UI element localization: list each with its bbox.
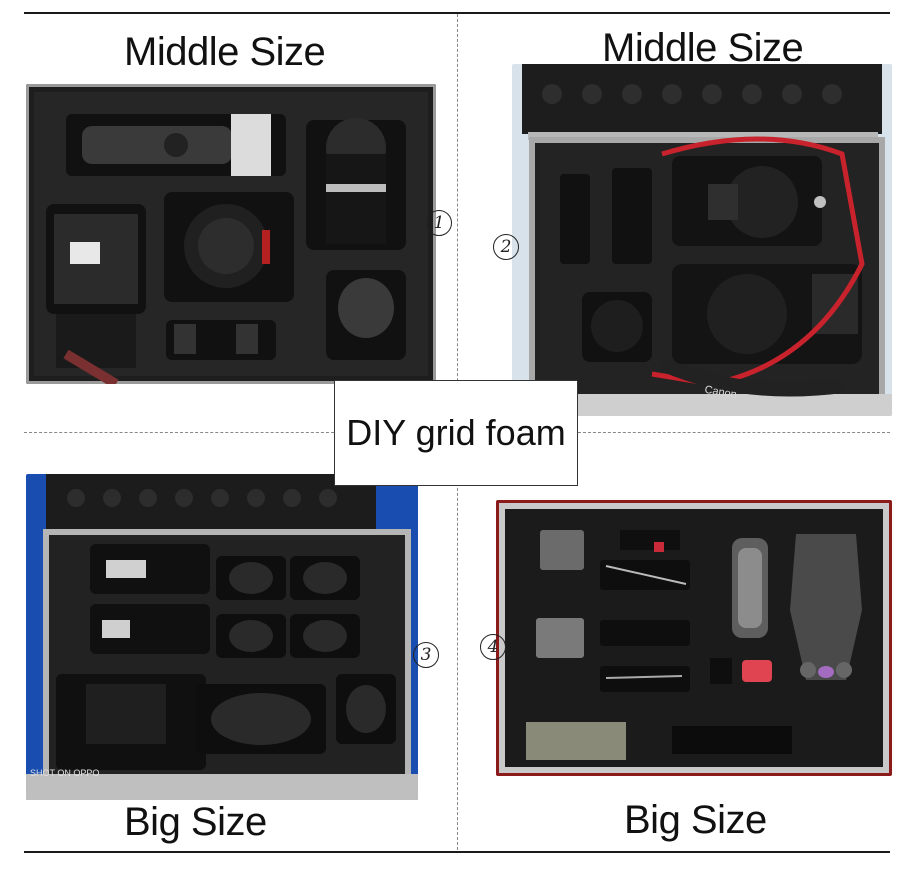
top-rule (24, 12, 890, 14)
center-label: DIY grid foam (346, 412, 566, 453)
marker-2: 2 (493, 234, 519, 260)
caption-top-right: Middle Size (602, 26, 804, 70)
canon-strap-label: Canon (704, 384, 738, 401)
case-photo-2: Canon (512, 64, 892, 416)
caption-bottom-left: Big Size (124, 800, 267, 844)
caption-bottom-right: Big Size (624, 798, 767, 842)
case-photo-3: SHOT ON OPPO (26, 474, 418, 800)
caption-top-left: Middle Size (124, 30, 326, 74)
bottom-rule (24, 851, 890, 853)
horizontal-divider-left (24, 432, 334, 433)
marker-3: 3 (413, 642, 439, 668)
case-photo-1 (26, 84, 436, 384)
horizontal-divider-right (578, 432, 890, 433)
case-photo-4 (496, 500, 892, 776)
marker-1: 1 (426, 210, 452, 236)
marker-4: 4 (480, 634, 506, 660)
photo-watermark: SHOT ON OPPO (30, 768, 99, 778)
center-label-box: DIY grid foam (334, 380, 578, 486)
